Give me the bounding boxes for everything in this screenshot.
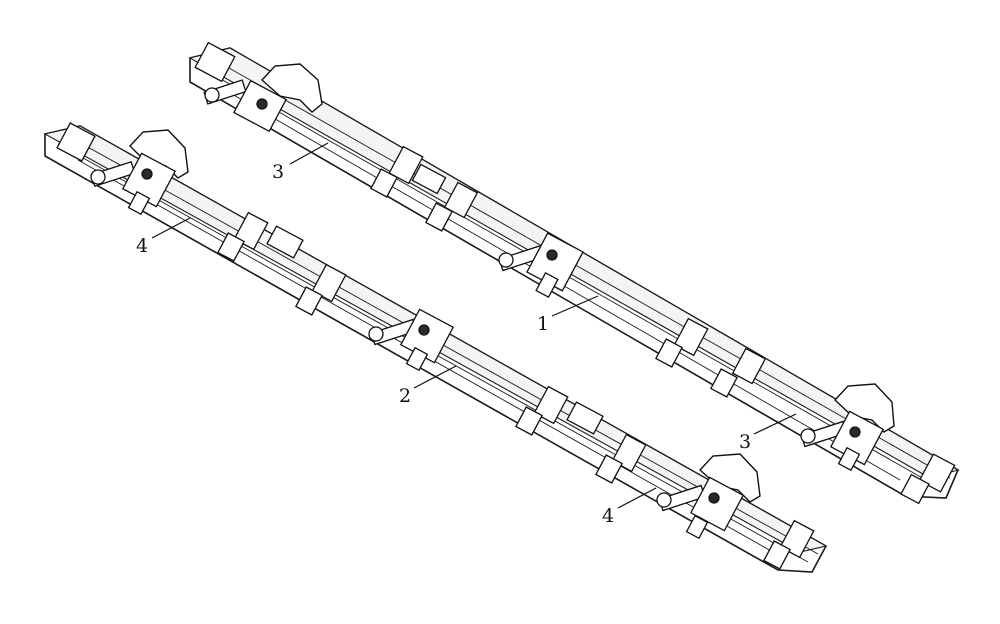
callout-lower-left: 4 xyxy=(136,217,191,257)
svg-text:4: 4 xyxy=(136,235,148,257)
svg-text:3: 3 xyxy=(739,431,751,453)
lower-center-pivot-assembly xyxy=(368,308,455,372)
callout-upper-left: 3 xyxy=(272,142,329,183)
upper-mount-brackets xyxy=(194,41,956,505)
lower-bar-assembly xyxy=(43,122,828,573)
lower-left-pivot-assembly xyxy=(90,129,189,216)
svg-text:2: 2 xyxy=(399,385,411,407)
svg-text:3: 3 xyxy=(272,161,284,183)
callout-lower-right: 4 xyxy=(602,487,657,527)
callouts: 3 4 1 2 3 4 xyxy=(136,142,797,527)
callout-lower-center: 2 xyxy=(399,365,457,407)
upper-left-pivot-assembly xyxy=(203,63,323,133)
upper-center-pivot-assembly xyxy=(498,232,584,298)
callout-upper-center: 1 xyxy=(537,295,599,335)
lower-right-pivot-assembly xyxy=(656,453,761,540)
upper-right-pivot-assembly xyxy=(800,383,895,472)
svg-text:4: 4 xyxy=(602,505,614,527)
lower-mount-brackets xyxy=(56,122,815,570)
svg-text:1: 1 xyxy=(537,313,549,335)
upper-bar-assembly xyxy=(188,41,960,505)
callout-upper-right: 3 xyxy=(739,413,797,453)
